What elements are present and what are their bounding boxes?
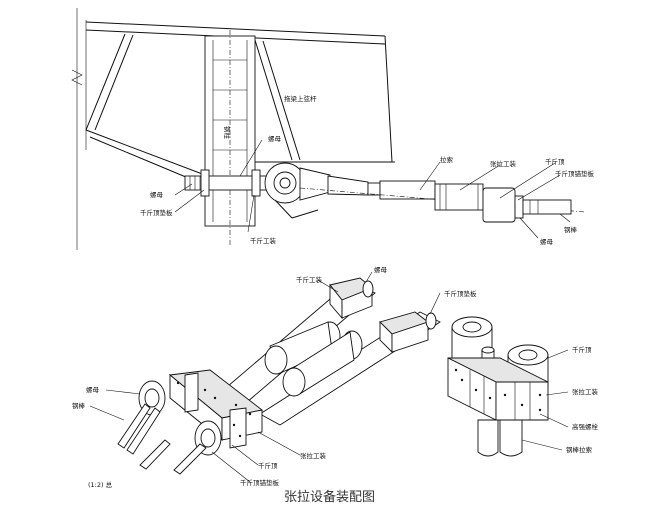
label-steel-rod: 钢棒 bbox=[564, 225, 578, 234]
top-elevation-view: 拖梁上弦杆 钢柱 螺母 螺母 千斤顶垫板 千斤工装 拉索 张拉工装 千斤顶 千斤… bbox=[71, 8, 595, 250]
label-steel-rod-cable: 钢棒拉索 bbox=[566, 445, 593, 454]
label-nut-left: 螺母 bbox=[150, 190, 164, 199]
label-jack: 千斤顶 bbox=[545, 157, 565, 166]
label-tie-beam-top: 拖梁上弦杆 bbox=[284, 94, 317, 103]
label-high-strength-bolt: 高强螺栓 bbox=[572, 422, 599, 431]
figure-caption: 张拉设备装配图 bbox=[283, 490, 375, 505]
label-steel-column: 钢柱 bbox=[223, 126, 232, 140]
label-nut-left: 螺母 bbox=[86, 385, 100, 394]
label-jack-anchor-plate: 千斤顶锚垫板 bbox=[240, 478, 280, 487]
label-nut-right: 螺母 bbox=[540, 237, 554, 246]
label-partial: (1:2) 总 bbox=[88, 480, 113, 489]
label-steel-rod: 钢棒 bbox=[72, 401, 86, 410]
detail-jack-view: 千斤顶 张拉工装 高强螺栓 钢棒拉索 bbox=[447, 316, 599, 457]
label-nut-top: 螺母 bbox=[374, 265, 388, 274]
label-cable: 拉索 bbox=[440, 155, 454, 164]
label-tension-tool: 张拉工装 bbox=[300, 451, 327, 460]
label-tension-tool: 张拉工装 bbox=[572, 387, 599, 396]
label-jack-plate: 千斤顶垫板 bbox=[140, 208, 173, 217]
label-nut-upper: 螺母 bbox=[268, 134, 282, 143]
label-jack-anchor-plate: 千斤顶锚垫板 bbox=[555, 169, 595, 178]
label-jack-tool: 千斤工装 bbox=[250, 236, 277, 245]
isometric-assembly-view: 千斤工装 螺母 千斤顶垫板 螺母 钢棒 张拉工装 千斤顶 千斤顶锚垫板 (1:2… bbox=[72, 265, 477, 489]
label-tension-tool: 张拉工装 bbox=[490, 159, 517, 168]
label-jack-tool: 千斤工装 bbox=[296, 275, 323, 284]
label-jack-plate: 千斤顶垫板 bbox=[444, 289, 477, 298]
label-jack: 千斤顶 bbox=[258, 461, 278, 470]
label-jack: 千斤顶 bbox=[572, 345, 592, 354]
